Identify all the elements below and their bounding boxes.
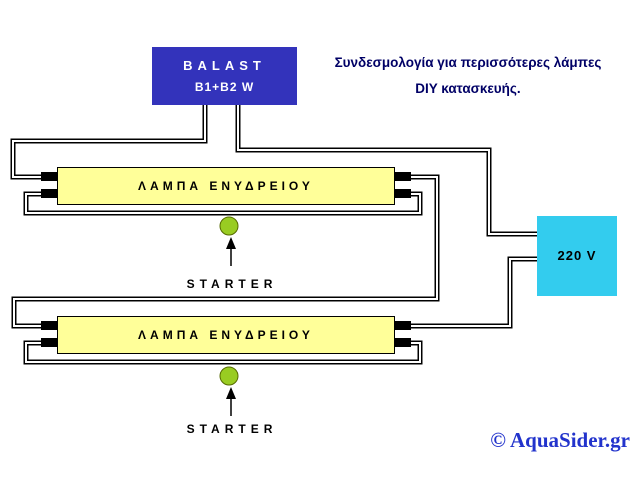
ballast-box: BALAST B1+B2 W	[152, 47, 297, 105]
lamp2-pin-top-right	[394, 321, 411, 330]
starter2-label: STARTER	[186, 422, 278, 436]
caption-line2: DIY κατασκευής.	[415, 81, 521, 96]
lamp1-pin-bottom-right	[394, 189, 411, 198]
lamp2-pin-top-left	[41, 321, 58, 330]
starter1-arrow-icon	[226, 237, 236, 266]
starter2-indicator	[219, 366, 239, 386]
starter2-arrow-icon	[226, 387, 236, 416]
lamp1-box: ΛΑΜΠΑ ΕΝΥΔΡΕΙΟΥ	[57, 167, 395, 205]
wire-lamp2-to-power	[410, 256, 537, 329]
ballast-title: BALAST	[183, 58, 266, 73]
diagram-caption: Συνδεσμολογία για περισσότερες λάμπες DI…	[318, 55, 618, 96]
lamp2-box: ΛΑΜΠΑ ΕΝΥΔΡΕΙΟΥ	[57, 316, 395, 354]
caption-line1: Συνδεσμολογία για περισσότερες λάμπες	[334, 55, 602, 70]
lamp1-label: ΛΑΜΠΑ ΕΝΥΔΡΕΙΟΥ	[138, 179, 314, 193]
ballast-rating: B1+B2 W	[194, 80, 255, 94]
lamp1-pin-top-right	[394, 172, 411, 181]
lamp1-pin-bottom-left	[41, 189, 58, 198]
lamp1-pin-top-left	[41, 172, 58, 181]
lamp2-pin-bottom-left	[41, 338, 58, 347]
starter1-label: STARTER	[186, 277, 278, 291]
power-supply-box: 220 V	[537, 216, 617, 296]
power-label: 220 V	[557, 248, 597, 263]
lamp2-pin-bottom-right	[394, 338, 411, 347]
lamp2-label: ΛΑΜΠΑ ΕΝΥΔΡΕΙΟΥ	[138, 328, 314, 342]
starter1-indicator	[219, 216, 239, 236]
watermark-text: © AquaSider.gr	[490, 428, 630, 452]
